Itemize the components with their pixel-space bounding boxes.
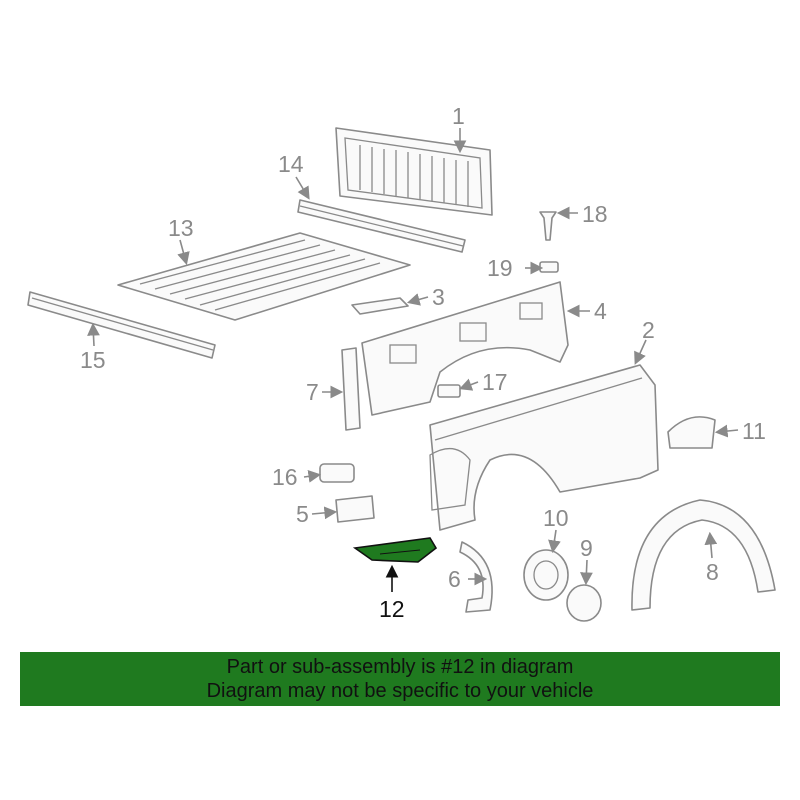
callout-1: 1: [452, 103, 465, 129]
part-bolt: [539, 211, 557, 241]
callout-15: 15: [80, 347, 106, 373]
callout-14: 14: [278, 151, 304, 177]
part-clip-17: [437, 384, 461, 398]
part-floor-panel: [117, 232, 411, 321]
part-fuel-housing: [667, 416, 716, 449]
part-inner-panel: [361, 281, 569, 416]
callout-19: 19: [487, 255, 513, 281]
part-bumper-stop: [319, 463, 355, 483]
callout-11: 11: [742, 418, 766, 444]
part-rear-sill: [27, 291, 216, 359]
callout-6: 6: [448, 566, 461, 592]
banner-line-1: Part or sub-assembly is #12 in diagram: [226, 656, 574, 678]
part-12-highlighted: [352, 537, 438, 563]
callout-17: 17: [482, 369, 508, 395]
callout-7: 7: [306, 379, 319, 405]
part-front-rail: [297, 199, 466, 253]
callout-4: 4: [594, 298, 607, 324]
part-fuel-filler: [523, 549, 569, 601]
part-pillar: [341, 347, 361, 431]
leader-lines: [87, 128, 739, 592]
callout-12: 12: [379, 596, 405, 622]
part-tailgate: [335, 127, 493, 216]
callout-5: 5: [296, 501, 309, 527]
part-bracket-3: [351, 297, 409, 315]
callout-9: 9: [580, 535, 593, 561]
banner-line-2: Diagram may not be specific to your vehi…: [206, 680, 594, 702]
callout-10: 10: [543, 505, 569, 531]
part-wheel-flare: [631, 499, 776, 611]
callout-16: 16: [272, 464, 298, 490]
callout-8: 8: [706, 559, 719, 585]
callout-2: 2: [642, 317, 655, 343]
part-nut-clip: [539, 261, 559, 273]
part-strap: [459, 541, 493, 613]
info-banner: Part or sub-assembly is #12 in diagram D…: [20, 652, 780, 706]
part-fuel-door: [566, 584, 602, 622]
part-bracket-5: [335, 495, 375, 523]
callout-3: 3: [432, 284, 445, 310]
callout-18: 18: [582, 201, 608, 227]
part-outer-box-side: [429, 364, 659, 531]
callout-13: 13: [168, 215, 194, 241]
